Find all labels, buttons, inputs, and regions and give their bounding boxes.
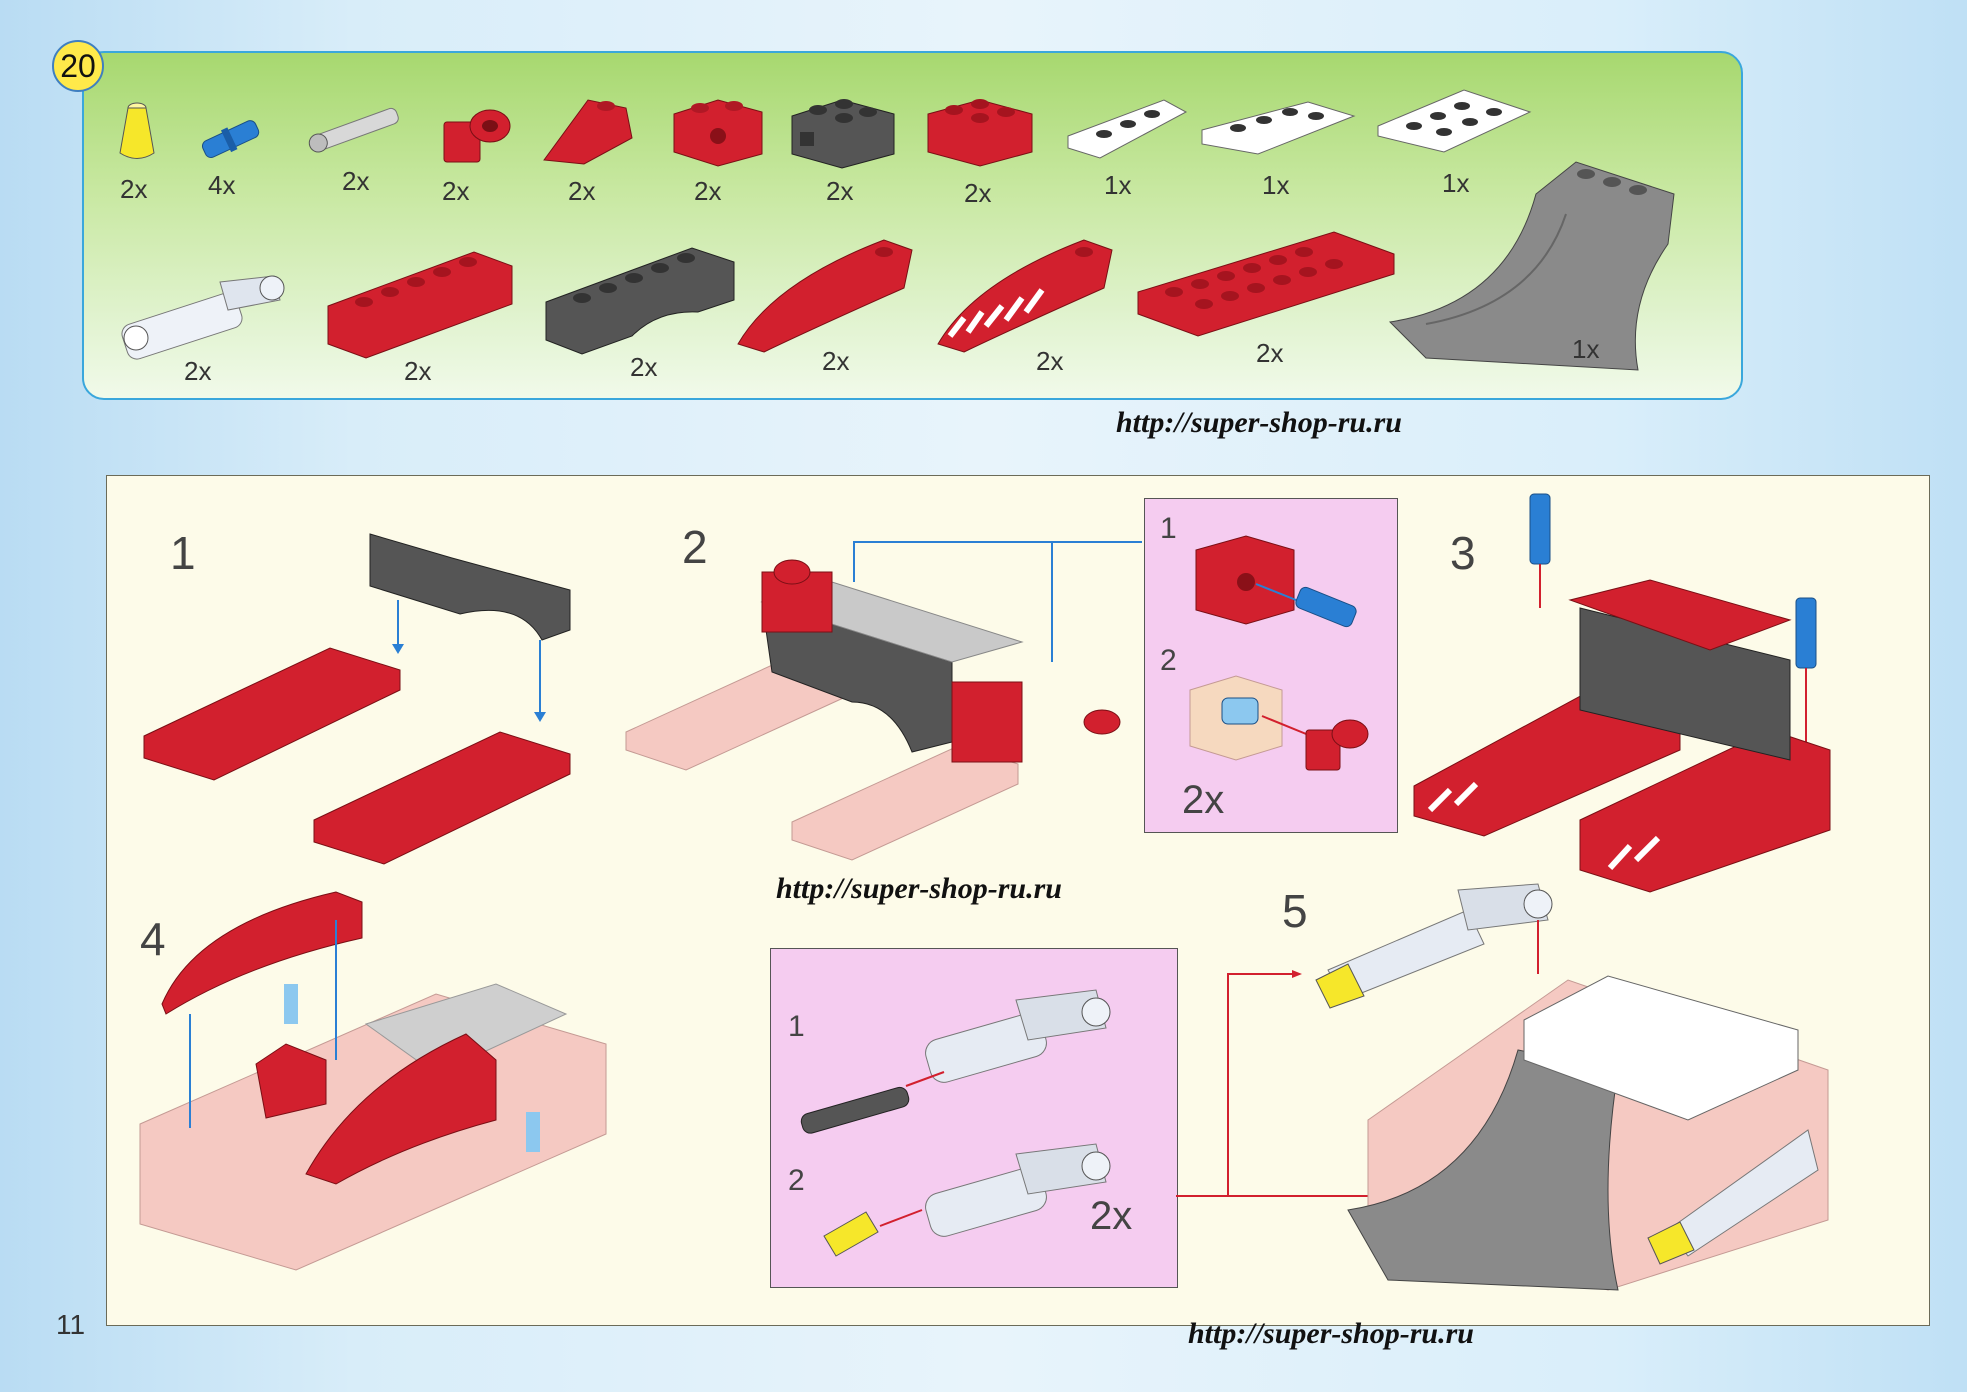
- step-5-label: 5: [1282, 885, 1308, 937]
- qty-red-plate-2x8: 2x: [1256, 338, 1284, 368]
- inset-b-sub2: 2: [788, 1164, 805, 1197]
- step-2-label: 2: [682, 521, 708, 573]
- inset-b-qty: 2x: [1090, 1194, 1133, 1238]
- watermark-url-middle[interactable]: http://super-shop-ru.ru: [776, 872, 1062, 905]
- qty-dark-grey-arch: 2x: [630, 352, 658, 382]
- inset-b-sub1: 1: [788, 1010, 805, 1043]
- qty-grey-curved-panel: 1x: [1572, 334, 1600, 364]
- grey-axle-part: [308, 107, 399, 153]
- red-brick-1x6-part: [327, 251, 513, 359]
- watermark-url-top[interactable]: http://super-shop-ru.ru: [1116, 406, 1402, 439]
- dark-grey-arch-part: [545, 247, 735, 355]
- red-striped-curved-slope-part: [937, 239, 1113, 353]
- step-5-illustration: [1315, 883, 1829, 1291]
- white-wedge-plate-notched-part: [1201, 101, 1356, 155]
- qty-white-plate: 1x: [1442, 168, 1470, 198]
- red-plate-2x8-part: [1137, 231, 1395, 337]
- inset-a-sub1: 1: [1160, 512, 1177, 545]
- step-4-label: 4: [140, 913, 166, 965]
- qty-dark-grey-technic-brick: 2x: [826, 176, 854, 206]
- qty-red-pin-connector: 2x: [442, 176, 470, 206]
- qty-red-brick-1x6: 2x: [404, 356, 432, 386]
- red-technic-brick-part: [673, 99, 763, 167]
- watermark-url-bottom[interactable]: http://super-shop-ru.ru: [1188, 1317, 1474, 1350]
- red-brick-2x2-part: [927, 99, 1033, 167]
- grey-curved-panel-part: [1388, 161, 1675, 371]
- yellow-cone-part: [119, 102, 155, 159]
- dark-grey-technic-brick-part: [791, 99, 895, 169]
- red-slope-part: [543, 99, 633, 165]
- qty-red-striped-curved-slope: 2x: [1036, 346, 1064, 376]
- inset-a-qty: 2x: [1182, 778, 1225, 822]
- qty-blue-pin: 4x: [208, 170, 236, 200]
- step-badge: 20: [52, 40, 104, 92]
- page-number: 11: [56, 1309, 86, 1340]
- qty-red-brick-2x2: 2x: [964, 178, 992, 208]
- qty-red-curved-slope: 2x: [822, 346, 850, 376]
- inset-a-illustration: [1189, 535, 1369, 771]
- qty-red-technic-brick: 2x: [694, 176, 722, 206]
- inset-b-illustration: [800, 989, 1111, 1257]
- qty-white-wedge-plate-left: 1x: [1104, 170, 1132, 200]
- step-3-illustration: [1413, 493, 1831, 893]
- qty-grey-axle: 2x: [342, 166, 370, 196]
- inset-a-sub2: 2: [1160, 644, 1177, 677]
- inset-a-panel: [1144, 498, 1398, 833]
- step-2-illustration: [625, 541, 1142, 861]
- step-3-label: 3: [1450, 527, 1476, 579]
- red-pin-connector-part: [443, 109, 511, 163]
- step-4-illustration: [139, 891, 607, 1271]
- step-1-label: 1: [170, 527, 196, 579]
- qty-yellow-cone: 2x: [120, 174, 148, 204]
- white-plate-part: [1377, 89, 1532, 153]
- qty-white-axle-arm: 2x: [184, 356, 212, 386]
- qty-red-slope: 2x: [568, 176, 596, 206]
- white-axle-arm-part: [121, 275, 285, 360]
- red-curved-slope-part: [737, 239, 913, 353]
- qty-white-wedge-plate-notched: 1x: [1262, 170, 1290, 200]
- blue-pin-part: [201, 120, 260, 159]
- white-wedge-plate-left-part: [1067, 99, 1188, 159]
- step-1-illustration: [143, 533, 571, 865]
